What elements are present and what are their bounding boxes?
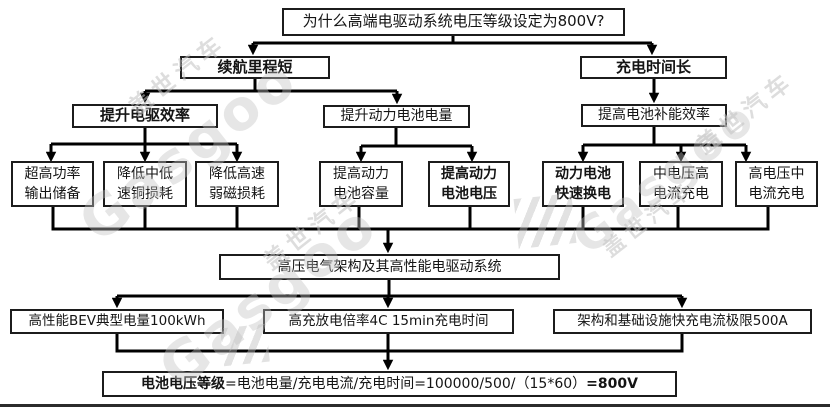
node-range-short: 续航里程短 xyxy=(180,56,330,79)
node-mid-voltage-charge: 中电压高 电流充电 xyxy=(639,161,723,207)
node-field-weakening-loss: 降低高速 弱磁损耗 xyxy=(195,161,279,207)
node-drive-efficiency: 提升电驱效率 xyxy=(72,104,218,128)
node-copper-loss: 降低中低 速铜损耗 xyxy=(103,161,187,207)
node-high-voltage-charge: 高电压中 电流充电 xyxy=(735,161,818,207)
formula-body: =电池电量/充电电流/充电时间=100000/500/（15*60） xyxy=(225,375,587,392)
formula-result: =800V xyxy=(586,375,638,392)
node-charge-time-long: 充电时间长 xyxy=(580,56,727,79)
node-raise-voltage: 提高动力 电池电压 xyxy=(428,161,510,207)
node-charge-rate: 高充放电倍率4C 15min充电时间 xyxy=(263,309,514,334)
node-bev-energy: 高性能BEV典型电量100kWh xyxy=(10,309,224,334)
node-raise-capacity: 提高动力 电池容量 xyxy=(319,161,403,207)
node-current-limit: 架构和基础设施快充电流极限500A xyxy=(553,309,812,334)
node-hv-architecture: 高压电气架构及其高性能电驱动系统 xyxy=(219,254,560,280)
formula-lead: 电池电压等级 xyxy=(141,375,226,392)
footer-divider xyxy=(0,404,830,407)
node-question-title: 为什么高端电驱动系统电压等级设定为800V? xyxy=(282,8,625,36)
node-power-reserve: 超高功率 输出储备 xyxy=(11,161,94,207)
node-battery-swap: 动力电池 快速换电 xyxy=(542,161,624,207)
node-recharge-efficiency: 提高电池补能效率 xyxy=(581,104,727,127)
node-battery-energy: 提升动力电池电量 xyxy=(323,105,470,128)
node-voltage-formula: 电池电压等级=电池电量/充电电流/充电时间=100000/500/（15*60）… xyxy=(102,371,677,397)
